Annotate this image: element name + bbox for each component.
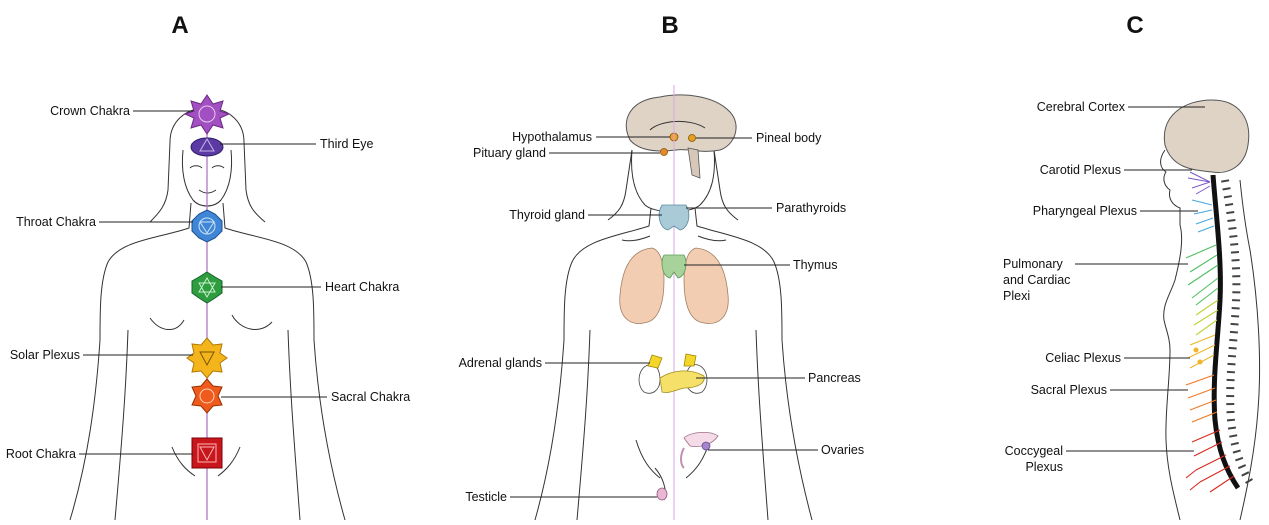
pituitary-label: Pituary gland — [473, 146, 546, 160]
left-lung — [620, 248, 664, 323]
pulmonary-cardiac-plexi-nerves — [1186, 245, 1218, 305]
thymus-label: Thymus — [793, 258, 837, 272]
third-eye-chakra-symbol — [191, 138, 223, 156]
upper-abdominal-nerves — [1194, 300, 1218, 335]
panel-b-letter: B — [661, 12, 678, 39]
celiac-label: Celiac Plexus — [1045, 351, 1121, 365]
pituitary-gland — [661, 149, 668, 156]
carotid-plexus-nerves — [1188, 172, 1210, 194]
pharyngeal-plexus-nerves — [1192, 200, 1214, 232]
testicle-organ — [657, 488, 667, 500]
parathyroids-label: Parathyroids — [776, 201, 846, 215]
cortex-label: Cerebral Cortex — [1037, 100, 1126, 114]
heart-chakra-label: Heart Chakra — [325, 280, 399, 294]
solar-plexus-label: Solar Plexus — [10, 348, 80, 362]
panel-a-letter: A — [171, 12, 188, 39]
crown-chakra-label: Crown Chakra — [50, 104, 130, 118]
pharyngeal-label: Pharyngeal Plexus — [1033, 204, 1137, 218]
carotid-label: Carotid Plexus — [1040, 163, 1121, 177]
panel-c-brain-shape — [1164, 100, 1248, 173]
brain-shape — [626, 95, 736, 151]
sacral-plexus-label: Sacral Plexus — [1031, 383, 1107, 397]
root-chakra-symbol — [192, 438, 222, 468]
pineal-label: Pineal body — [756, 131, 822, 145]
pulmonary-label-line3: Plexi — [1003, 289, 1030, 303]
panel-c-body-outline — [1161, 150, 1260, 520]
testicle-label: Testicle — [465, 490, 507, 504]
ovary-right — [702, 442, 710, 450]
hypothalamus-label: Hypothalamus — [512, 130, 592, 144]
ovary-left — [681, 448, 684, 468]
adrenal-gland-right — [684, 354, 696, 366]
heart-chakra-symbol — [192, 272, 222, 303]
celiac-plexus-nerves — [1188, 335, 1215, 368]
right-lung — [684, 248, 728, 323]
pancreas-label: Pancreas — [808, 371, 861, 385]
solar-plexus-chakra-symbol — [187, 338, 227, 378]
coccygeal-label-line2: Plexus — [1025, 460, 1063, 474]
throat-chakra-label: Throat Chakra — [16, 215, 96, 229]
panel-c: C — [1003, 12, 1260, 520]
adrenal-label: Adrenal glands — [459, 356, 542, 370]
panel-a: A — [6, 12, 410, 520]
crown-chakra-symbol — [185, 95, 229, 134]
sacral-chakra-label: Sacral Chakra — [331, 390, 410, 404]
uterus-organ — [684, 432, 718, 446]
left-kidney — [639, 365, 660, 394]
pulmonary-label-line1: Pulmonary — [1003, 257, 1063, 271]
sacral-chakra-symbol — [192, 379, 222, 413]
panel-c-letter: C — [1126, 12, 1143, 39]
ovaries-label: Ovaries — [821, 443, 864, 457]
thyroid-label: Thyroid gland — [509, 208, 585, 222]
vertebrae — [1225, 180, 1252, 486]
pulmonary-label-line2: and Cardiac — [1003, 273, 1070, 287]
adrenal-gland-left — [648, 355, 662, 368]
throat-chakra-symbol — [192, 210, 222, 242]
pineal-gland — [689, 135, 696, 142]
root-chakra-label: Root Chakra — [6, 447, 76, 461]
third-eye-label: Third Eye — [320, 137, 374, 151]
thyroid-gland — [659, 205, 689, 230]
panel-b: B — [459, 12, 864, 520]
brainstem-shape — [688, 148, 700, 178]
coccygeal-label-line1: Coccygeal — [1005, 444, 1063, 458]
